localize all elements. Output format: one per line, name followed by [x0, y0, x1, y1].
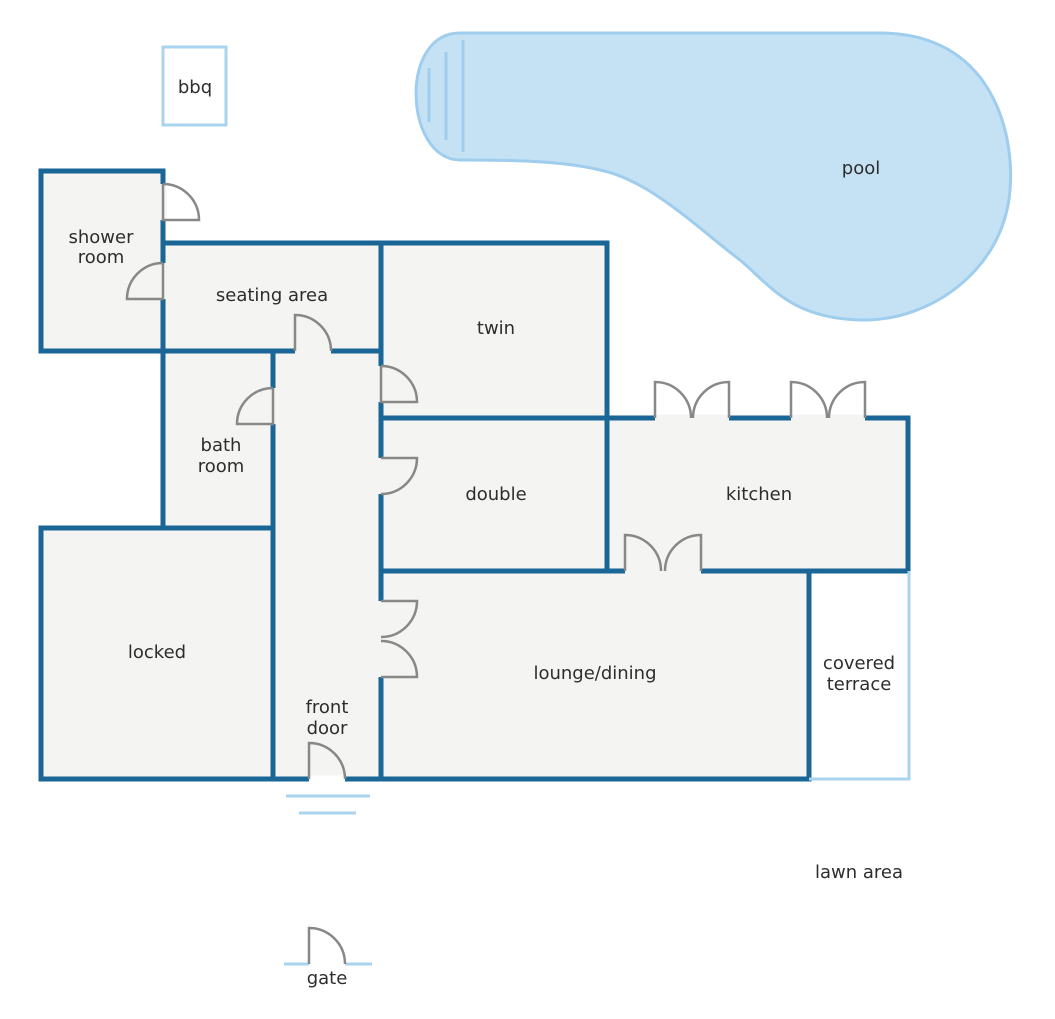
- front-door-label-line2: door: [307, 718, 348, 739]
- gate: [284, 926, 372, 966]
- kitchen-label: kitchen: [726, 484, 792, 505]
- doors: [125, 182, 867, 783]
- gate-label: gate: [307, 968, 348, 989]
- covered-terrace-label-line1: covered: [823, 653, 895, 674]
- bbq-label: bbq: [178, 77, 212, 98]
- pool-label: pool: [842, 158, 880, 179]
- locked-label: locked: [128, 642, 186, 663]
- twin-label: twin: [477, 318, 515, 339]
- lounge-dining-label: lounge/dining: [533, 663, 656, 684]
- double-label: double: [465, 484, 526, 505]
- covered-terrace-label-line2: terrace: [827, 674, 892, 695]
- seating-area-label: seating area: [216, 285, 328, 306]
- lawn-area-label: lawn area: [815, 862, 903, 883]
- bath-room-label-line1: bath: [201, 435, 242, 456]
- floors: [41, 171, 908, 779]
- covered-terrace-outline: [809, 571, 911, 781]
- shower-room-label-line2: room: [78, 247, 125, 268]
- bbq-outline: [161, 45, 228, 127]
- bath-room-label-line2: room: [198, 456, 245, 477]
- pool: [414, 31, 1013, 322]
- front-steps: [286, 794, 370, 815]
- shower-room-label-line1: shower: [69, 227, 135, 248]
- front-door-label-line1: front: [306, 697, 349, 718]
